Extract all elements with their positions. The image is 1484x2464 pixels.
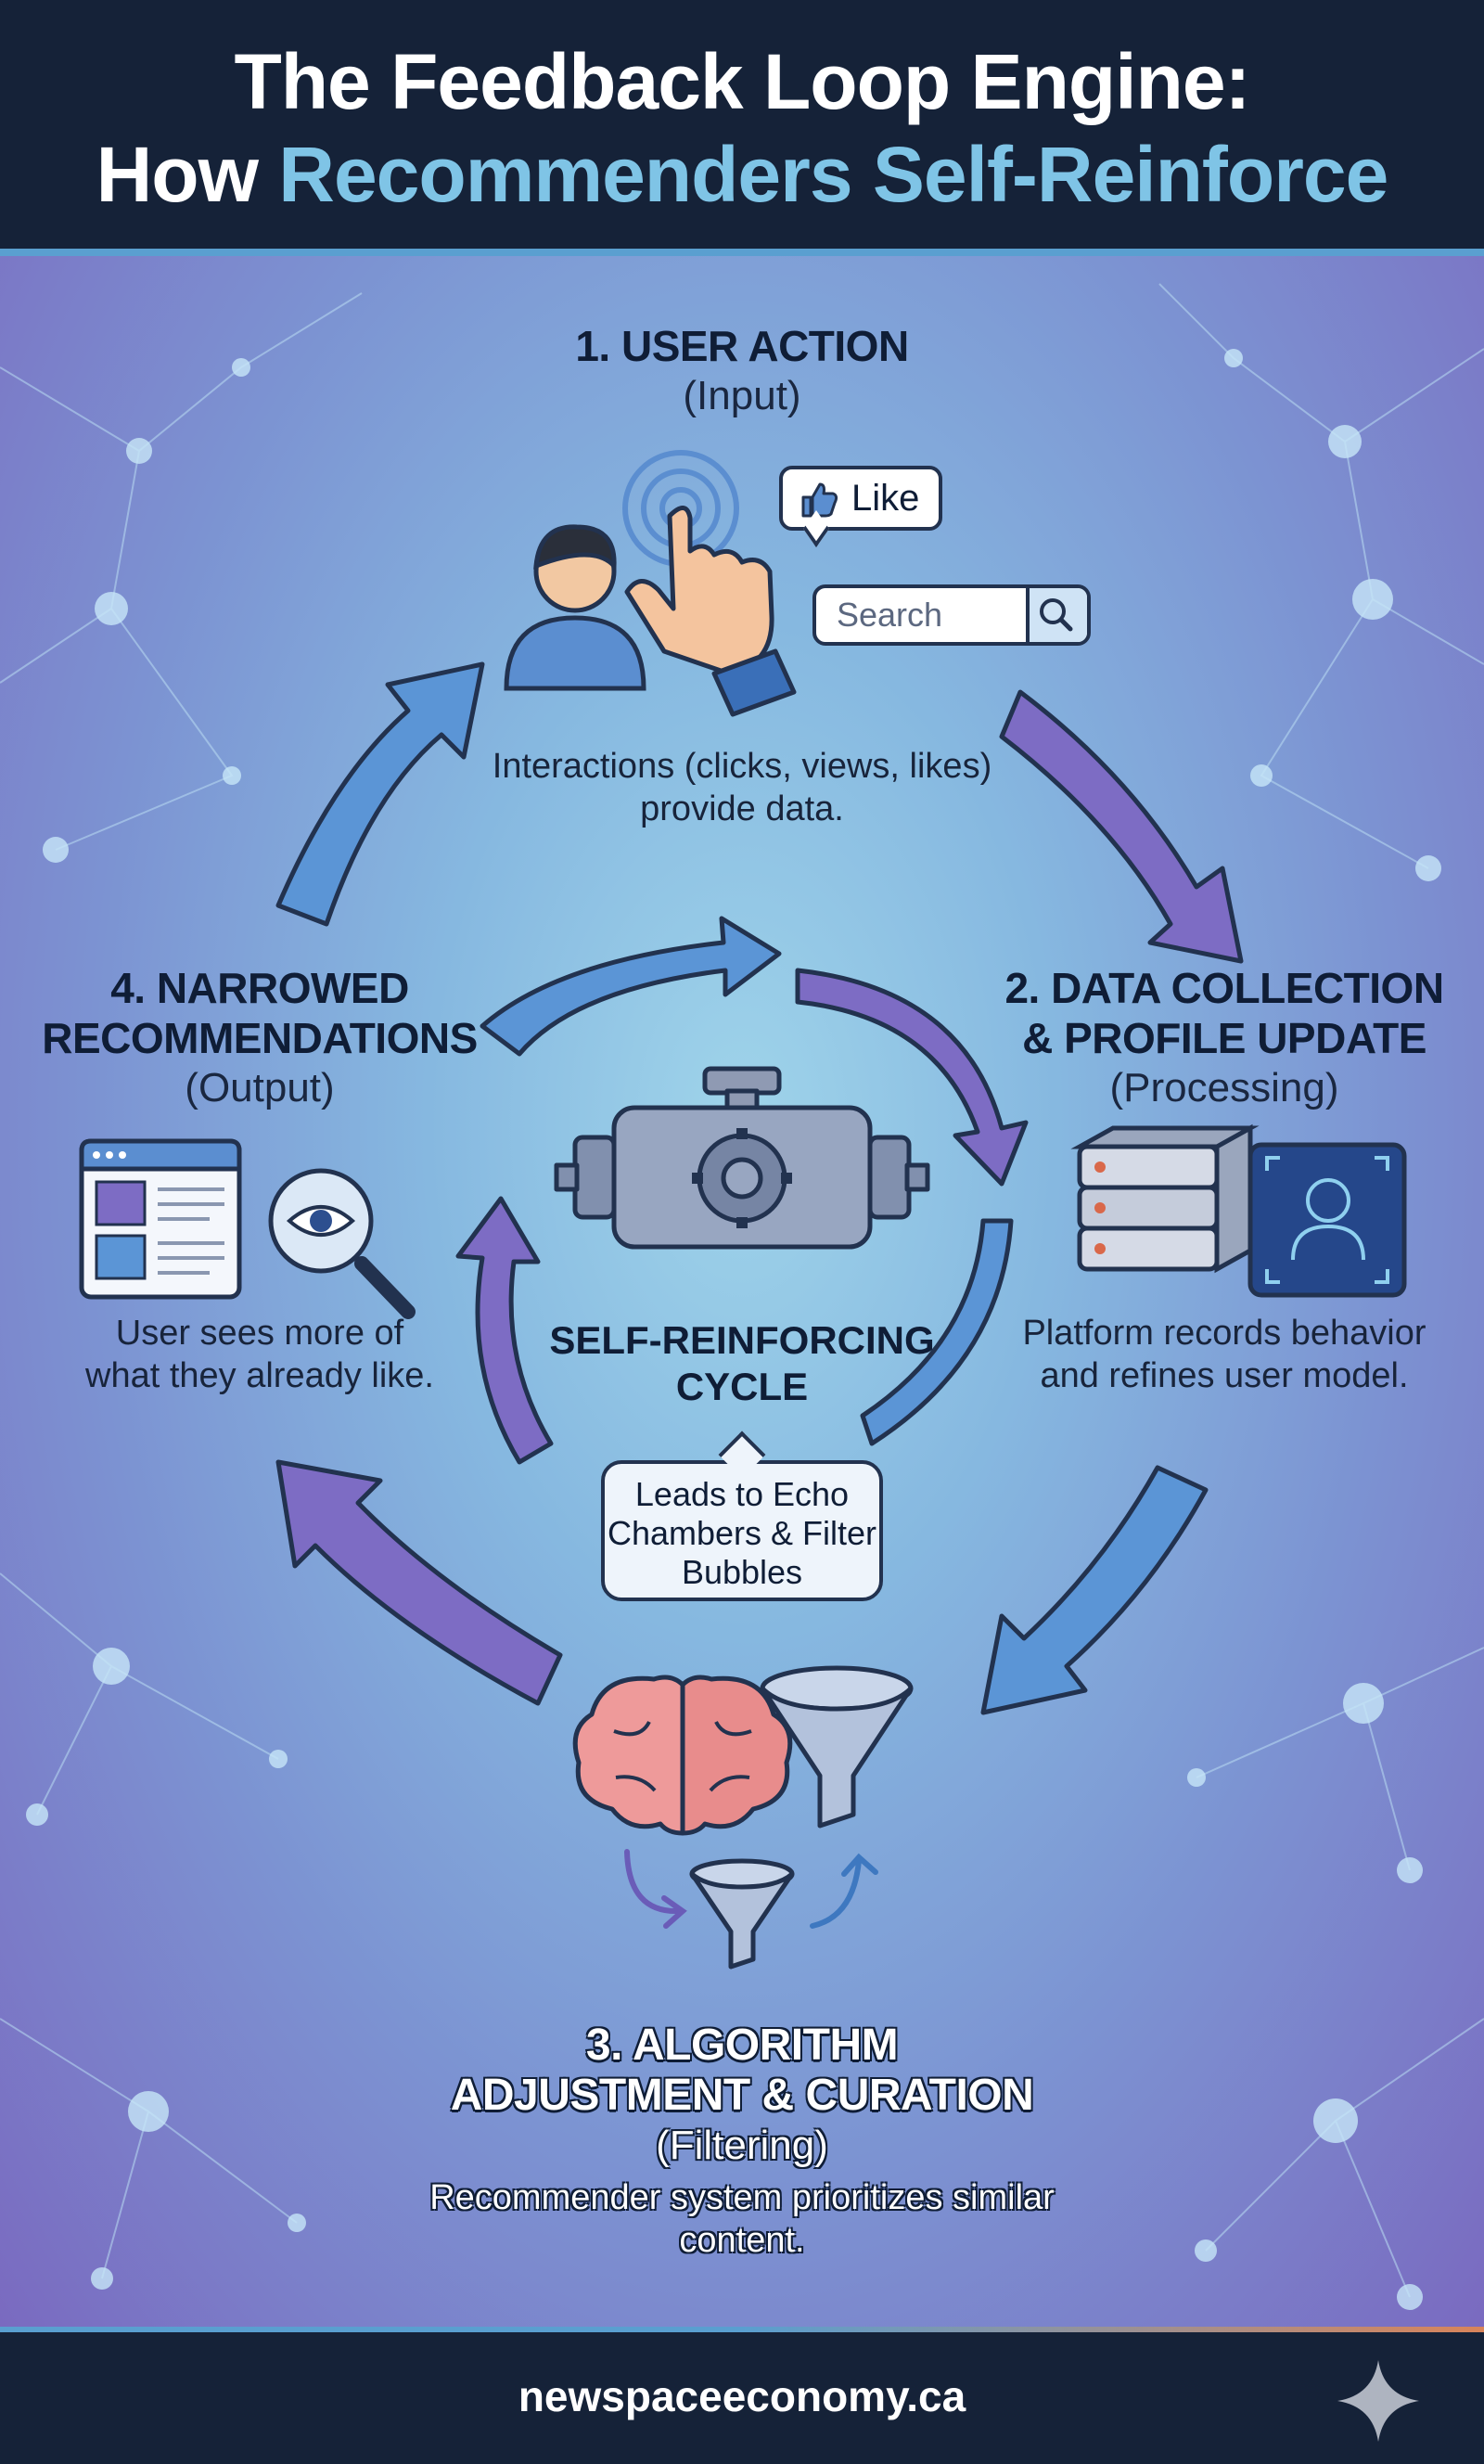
engine-icon xyxy=(554,1066,930,1250)
stage-4-icons xyxy=(79,1138,416,1319)
search-box[interactable] xyxy=(812,584,1091,646)
funnel-icon xyxy=(760,1665,914,1829)
inner-cycle-ring xyxy=(455,916,1029,1465)
outer-cycle-arrows xyxy=(275,661,1244,1715)
arrow-to-data-collection xyxy=(999,689,1244,964)
eye-magnifier-icon xyxy=(268,1168,416,1319)
curved-arrow-left-icon xyxy=(624,1849,687,1929)
search-input[interactable] xyxy=(816,588,1028,642)
stage-4-title-line-2: RECOMMENDATIONS xyxy=(42,1014,478,1062)
echo-chamber-callout: Leads to Echo Chambers & Filter Bubbles xyxy=(601,1460,883,1601)
arrow-to-narrowed xyxy=(275,1459,563,1706)
stage-user-action: 1. USER ACTION (Input) xyxy=(417,321,1067,421)
brain-icon xyxy=(572,1675,793,1836)
stage-2-title-line-1: 2. DATA COLLECTION xyxy=(1004,964,1444,1012)
inner-arrow-right xyxy=(795,968,1029,1187)
cycle-label-line-2: CYCLE xyxy=(675,1365,809,1408)
like-badge[interactable]: Like xyxy=(779,466,942,531)
sparkle-icon xyxy=(1337,2360,1419,2442)
server-stack-icon xyxy=(1070,1123,1260,1274)
stage-4-title-line-1: 4. NARROWED xyxy=(110,964,409,1012)
inner-arrow-left xyxy=(455,1196,554,1465)
stage-3-description: Recommender system prioritizes similar c… xyxy=(429,2178,1055,2260)
like-label: Like xyxy=(851,478,920,519)
user-icon xyxy=(504,524,646,691)
stage-narrowed-recommendations: 4. NARROWED RECOMMENDATIONS (Output) xyxy=(19,963,501,1113)
title-line-2: How Recommenders Self-Reinforce xyxy=(0,130,1484,220)
arrow-to-algorithm xyxy=(980,1465,1209,1715)
stage-3-subtitle: (Filtering) xyxy=(656,2123,828,2168)
stage-algorithm: 3. ALGORITHM ADJUSTMENT & CURATION (Filt… xyxy=(371,2021,1113,2262)
title-line-1: The Feedback Loop Engine: xyxy=(234,38,1250,125)
thumbs-up-icon xyxy=(801,482,838,518)
stage-2-title-line-2: & PROFILE UPDATE xyxy=(1022,1014,1426,1062)
stage-1-title: 1. USER ACTION xyxy=(575,322,909,370)
stage-2-subtitle: (Processing) xyxy=(1109,1065,1339,1110)
stage-1-icons xyxy=(504,450,797,717)
network-node xyxy=(126,438,152,464)
arrow-to-user-action xyxy=(275,661,485,927)
title-accent: Recommenders Self-Reinforce xyxy=(278,131,1388,218)
stage-3-title-line-2: ADJUSTMENT & CURATION xyxy=(450,2071,1034,2120)
diagram-area: 1. USER ACTION (Input) Like xyxy=(0,256,1484,2327)
profile-scan-icon xyxy=(1247,1142,1407,1298)
stage-2-icons xyxy=(1070,1123,1407,1298)
search-button[interactable] xyxy=(1026,588,1087,642)
stage-1-description: Interactions (clicks, views, likes) prov… xyxy=(492,747,992,828)
inner-arrow-top xyxy=(480,916,782,1057)
footer-divider xyxy=(0,2327,1484,2332)
inner-arrow-bottom-right xyxy=(860,1218,1014,1446)
stage-4-description: User sees more of what they already like… xyxy=(85,1314,434,1395)
stage-data-collection: 2. DATA COLLECTION & PROFILE UPDATE (Pro… xyxy=(983,963,1465,1113)
header-divider xyxy=(0,249,1484,256)
network-background xyxy=(0,283,1484,2310)
stage-1-subtitle: (Input) xyxy=(683,373,801,418)
small-funnel-icon xyxy=(689,1858,795,1970)
curved-arrow-right-icon xyxy=(810,1853,878,1929)
magnifier-icon xyxy=(1040,598,1073,632)
footer: newspaceeconomy.ca xyxy=(0,2327,1484,2464)
stage-2-description: Platform records behavior and refines us… xyxy=(1022,1314,1426,1395)
stage-3-icons xyxy=(572,1665,914,1970)
header: The Feedback Loop Engine: How Recommende… xyxy=(0,0,1484,256)
browser-window-icon xyxy=(79,1138,242,1300)
stage-3-title-line-1: 3. ALGORITHM xyxy=(585,2021,899,2070)
cycle-label: SELF-REINFORCING CYCLE xyxy=(519,1317,965,1410)
title-prefix: How xyxy=(96,131,259,218)
stage-4-subtitle: (Output) xyxy=(185,1065,335,1110)
pointing-hand-icon xyxy=(622,450,797,717)
cycle-label-line-1: SELF-REINFORCING xyxy=(549,1318,935,1362)
footer-url[interactable]: newspaceeconomy.ca xyxy=(518,2372,966,2420)
